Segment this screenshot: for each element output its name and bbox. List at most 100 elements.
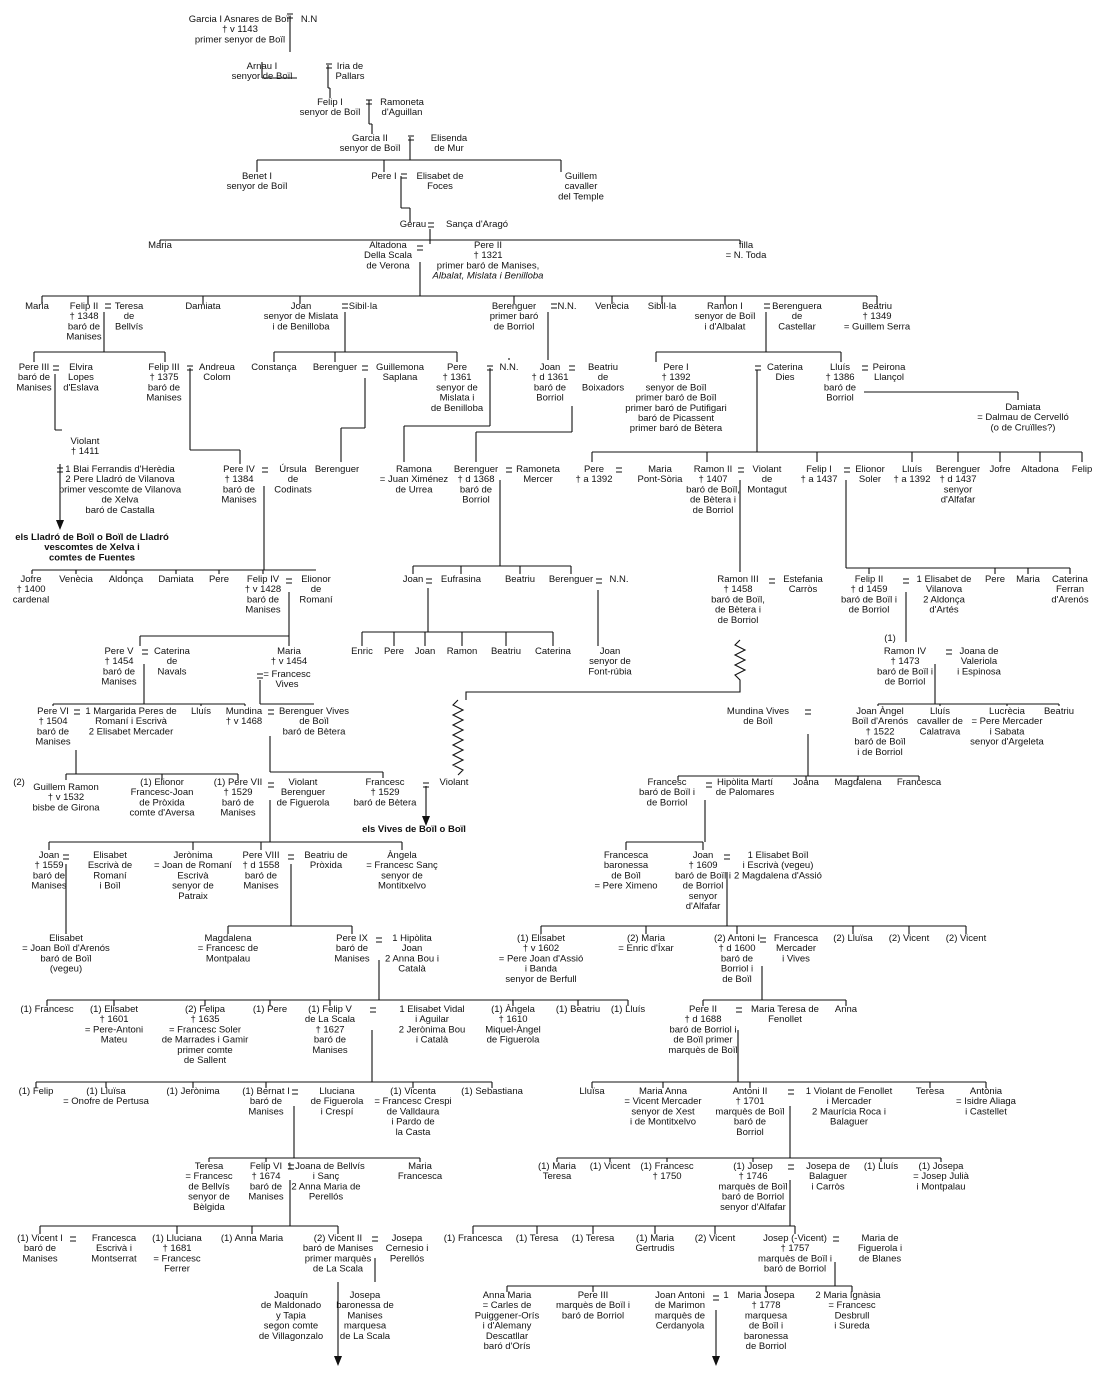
person-label-line: Bèlgida xyxy=(193,1202,225,1213)
person-label-line: † 1522 xyxy=(865,726,894,737)
person-label-line: Berenguer xyxy=(315,464,359,475)
person-label-line: 2 xyxy=(815,1290,820,1301)
person-node: Teresa xyxy=(916,1086,945,1097)
person-node: Lluïsa xyxy=(579,1086,605,1097)
person-label-line: Venècia xyxy=(595,301,630,312)
person-label-line: baró de Boïl xyxy=(854,737,905,748)
person-label-line: Berenguer xyxy=(936,464,980,475)
person-label-line: Constança xyxy=(251,362,297,373)
person-label-line: Figuerola i xyxy=(858,1243,902,1254)
person-label-line: Lluís xyxy=(191,706,211,717)
person-label-line: Maria xyxy=(1016,574,1040,585)
person-label-line: (1) Bernat I xyxy=(242,1086,290,1097)
person-node: Pere† a 1392 xyxy=(576,464,613,485)
person-label-line: Pere xyxy=(985,574,1005,585)
person-label-line: Lluís xyxy=(930,706,950,717)
person-node: (1) Lluïsa= Onofre de Pertusa xyxy=(63,1086,150,1107)
person-label-line: Pere II xyxy=(689,1004,717,1015)
person-label-line: Eufrasina xyxy=(441,574,482,585)
person-label-line: Jofre xyxy=(989,464,1010,475)
person-label-line: Cerdanyola xyxy=(656,1321,705,1332)
person-label-line: (2) xyxy=(13,777,25,788)
person-label-line: = Francesc xyxy=(263,669,311,680)
person-label-line: (1) Vicent xyxy=(590,1161,631,1172)
person-label-line: senyor de Boïl xyxy=(646,382,707,393)
person-node: (1) Teresa xyxy=(516,1233,559,1244)
person-label-line: Borriol xyxy=(826,393,853,404)
person-label-line: baró de Borriol xyxy=(764,1264,826,1275)
person-label-line: de Borriol xyxy=(718,615,759,626)
person-label-line: Lluciana xyxy=(319,1086,355,1097)
person-node: (1) Jerònima xyxy=(166,1086,220,1097)
person-label-line: baró de Manises xyxy=(303,1243,373,1254)
person-label-line: (1) Elionor xyxy=(140,777,184,788)
person-label-line: Borriol xyxy=(536,393,563,404)
person-label-line: Maria xyxy=(148,240,172,251)
person-label-line: † 1609 xyxy=(688,860,717,871)
person-node: Mundina† v 1468 xyxy=(226,706,263,727)
person-label-line: † v 1602 xyxy=(523,943,559,954)
person-label-line: d'Aguillan xyxy=(382,107,423,118)
person-label-line: (2) Antoni I xyxy=(714,933,760,944)
person-label-line: baró de xyxy=(148,382,180,393)
person-label-line: del Temple xyxy=(558,191,604,202)
person-label-line: i Pardo de xyxy=(391,1117,434,1128)
person-label-line: = Pere Joan d'Assió xyxy=(499,953,583,964)
person-label-line: (1) Beatriu xyxy=(556,1004,600,1015)
person-label-line: = Isidre Aliaga xyxy=(956,1096,1017,1107)
person-label-line: de Urrea xyxy=(396,484,434,495)
person-label-line: Valeriola xyxy=(961,656,998,667)
person-label-line: Caterina xyxy=(535,646,572,657)
person-label-line: Felip IV xyxy=(247,574,280,585)
person-node: Pere I xyxy=(371,171,396,182)
person-label-line: Carròs xyxy=(789,584,818,595)
person-label-line: Guillem Ramon xyxy=(33,782,98,793)
person-label-line: baró de xyxy=(534,382,566,393)
person-label-line: Iria de xyxy=(337,61,363,72)
person-label-line: de La Scala xyxy=(313,1264,364,1275)
person-label-line: (vegeu) xyxy=(50,964,82,975)
person-label-line: i Català xyxy=(416,1035,449,1046)
person-label-line: Damiata xyxy=(185,301,221,312)
person-label-line: Llançol xyxy=(874,372,904,383)
person-label-line: Pere xyxy=(384,646,404,657)
person-node: Beatriu xyxy=(491,646,521,657)
person-label-line: † 1361 xyxy=(442,372,471,383)
person-label-line: Elvira xyxy=(69,362,93,373)
person-label-line: = Josep Julià xyxy=(913,1171,969,1182)
person-label-line: † a 1392 xyxy=(894,474,931,485)
person-label-line: N.N xyxy=(301,14,318,25)
person-label-line: Maria Anna xyxy=(639,1086,688,1097)
person-label-line: † 1681 xyxy=(162,1243,191,1254)
person-label-line: de Pròxida xyxy=(139,797,185,808)
person-label-line: Lucrècia xyxy=(989,706,1026,717)
person-node: (1) Lluís xyxy=(864,1161,899,1172)
person-label-line: Garcia I Asnares de Boïl xyxy=(189,14,291,25)
